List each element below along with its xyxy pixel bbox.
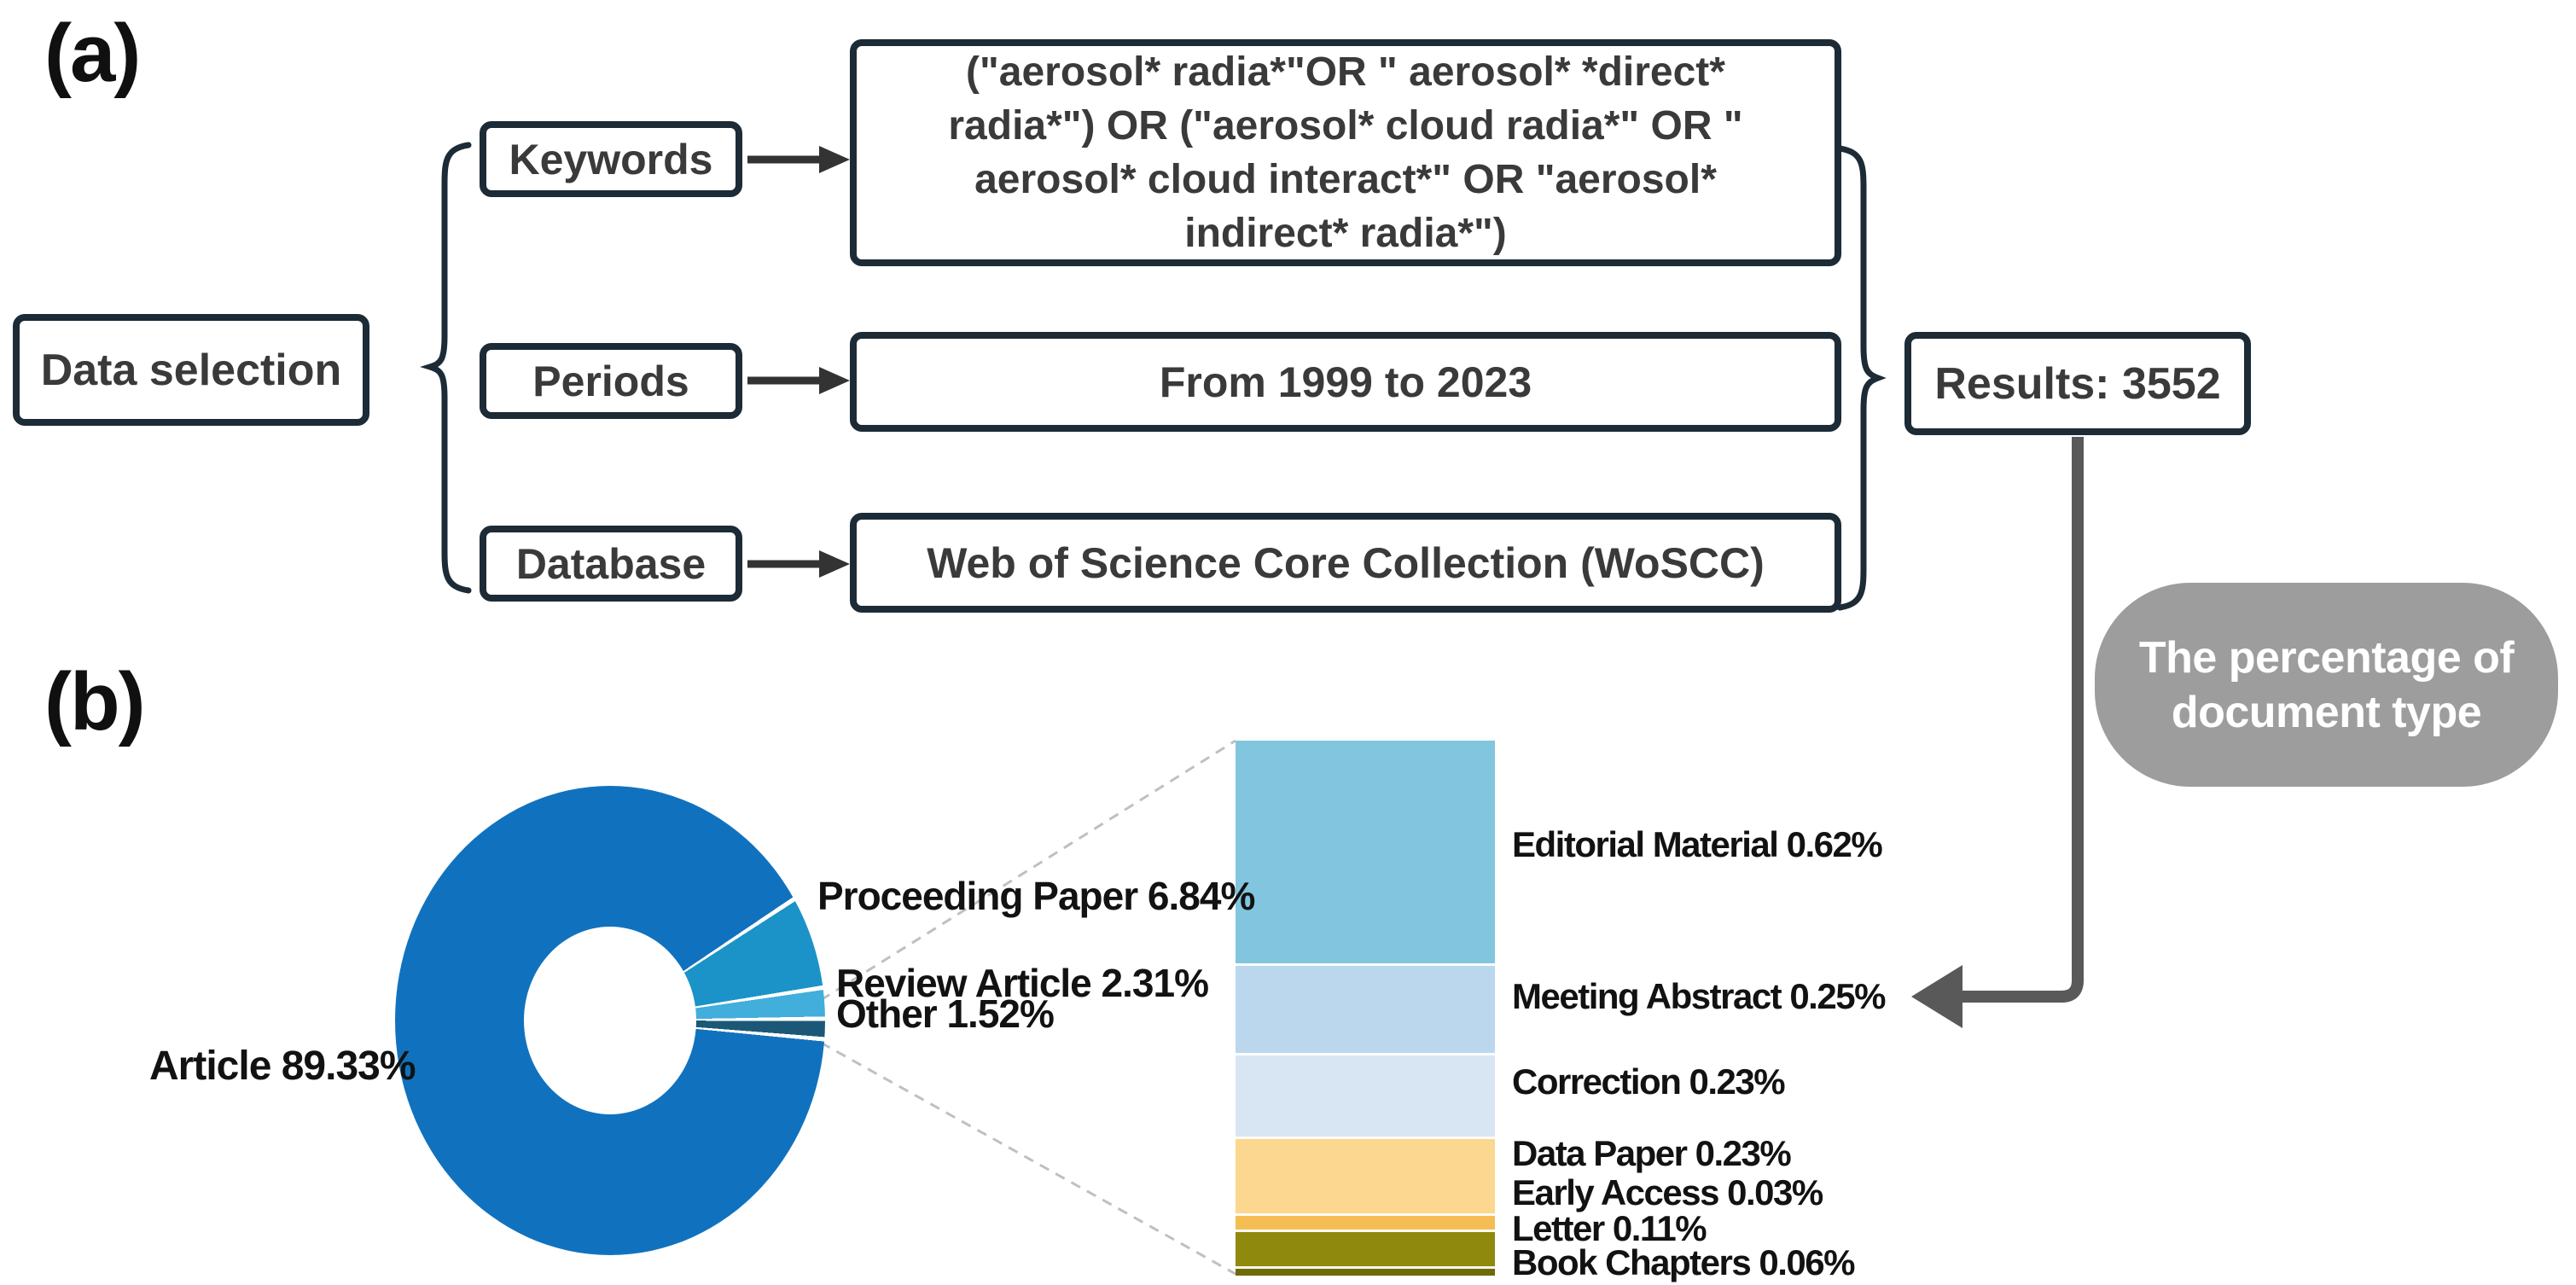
keywords-query-text: ("aerosol* radia*"OR " aerosol* *direct*… [857, 45, 1835, 260]
bar-segment-data-paper [1236, 1137, 1495, 1213]
bar-segment-label-data-paper: Data Paper 0.23% [1512, 1133, 1792, 1173]
database-label: Database [515, 539, 707, 588]
keywords-query-line: radia*") OR ("aerosol* cloud radia*" OR … [948, 103, 1743, 148]
bar-segment-label-editorial-material: Editorial Material 0.62% [1512, 824, 1883, 864]
keywords-query-line: ("aerosol* radia*"OR " aerosol* *direct* [966, 49, 1725, 95]
other-breakdown-stacked-bar [1236, 741, 1495, 1276]
keywords-query-line: indirect* radia*") [1184, 211, 1507, 256]
bar-segment-editorial-material [1236, 741, 1495, 963]
periods-value-box: From 1999 to 2023 [850, 332, 1841, 432]
donut-slice-label-other: Other 1.52% [836, 991, 1055, 1036]
callout-line: document type [2171, 687, 2482, 737]
donut-slice-label-review-article: Review Article 2.31% [836, 961, 1209, 1005]
database-box: Database [480, 526, 742, 602]
data-selection-box: Data selection [13, 314, 369, 426]
bar-segment-label-letter: Letter 0.11% [1512, 1208, 1707, 1248]
results-box: Results: 3552 [1904, 332, 2251, 435]
bar-segment-early-access [1236, 1213, 1495, 1230]
database-value-text: Web of Science Core Collection (WoSCC) [927, 538, 1765, 587]
panel-b-label: (b) [44, 656, 146, 747]
results-to-bar-connector-arrow [1911, 437, 2084, 1028]
keywords-query-line: aerosol* cloud interact*" OR "aerosol* [974, 157, 1717, 202]
keywords-value-box: ("aerosol* radia*"OR " aerosol* *direct*… [850, 39, 1841, 266]
periods-label: Periods [532, 357, 689, 405]
bar-segment-label-book-chapters: Book Chapters 0.06% [1512, 1242, 1855, 1282]
keywords-box: Keywords [480, 121, 742, 197]
donut-slice-label-article: Article 89.33% [149, 1044, 416, 1089]
panel-a-label: (a) [44, 8, 141, 99]
periods-value-text: From 1999 to 2023 [1159, 358, 1532, 406]
periods-box: Periods [480, 343, 742, 419]
right-curly-brace [1836, 145, 1887, 611]
periods-arrow [747, 367, 850, 394]
donut-to-bar-dashed-top [820, 739, 1236, 1002]
bar-segment-label-meeting-abstract: Meeting Abstract 0.25% [1512, 976, 1886, 1016]
keywords-label: Keywords [509, 135, 713, 183]
callout-line: The percentage of [2138, 632, 2515, 683]
bar-segment-book-chapters [1236, 1266, 1495, 1276]
donut-to-bar-dashed-bottom [820, 1041, 1236, 1276]
bar-segment-label-early-access: Early Access 0.03% [1512, 1172, 1823, 1212]
bar-segment-letter [1236, 1230, 1495, 1266]
left-curly-brace [420, 142, 472, 594]
results-label: Results: 3552 [1934, 358, 2221, 409]
database-value-box: Web of Science Core Collection (WoSCC) [850, 513, 1841, 613]
bar-segment-correction [1236, 1053, 1495, 1137]
bar-segment-label-correction: Correction 0.23% [1512, 1061, 1786, 1102]
donut-hole [524, 927, 696, 1114]
data-selection-label: Data selection [40, 345, 342, 395]
document-type-donut-chart [395, 786, 825, 1255]
bar-segment-meeting-abstract [1236, 963, 1495, 1053]
donut-slice-label-proceeding-paper: Proceeding Paper 6.84% [817, 874, 1255, 918]
database-arrow [747, 550, 850, 578]
percentage-callout-bubble: The percentage of document type [2095, 583, 2558, 787]
keywords-arrow [747, 146, 850, 173]
